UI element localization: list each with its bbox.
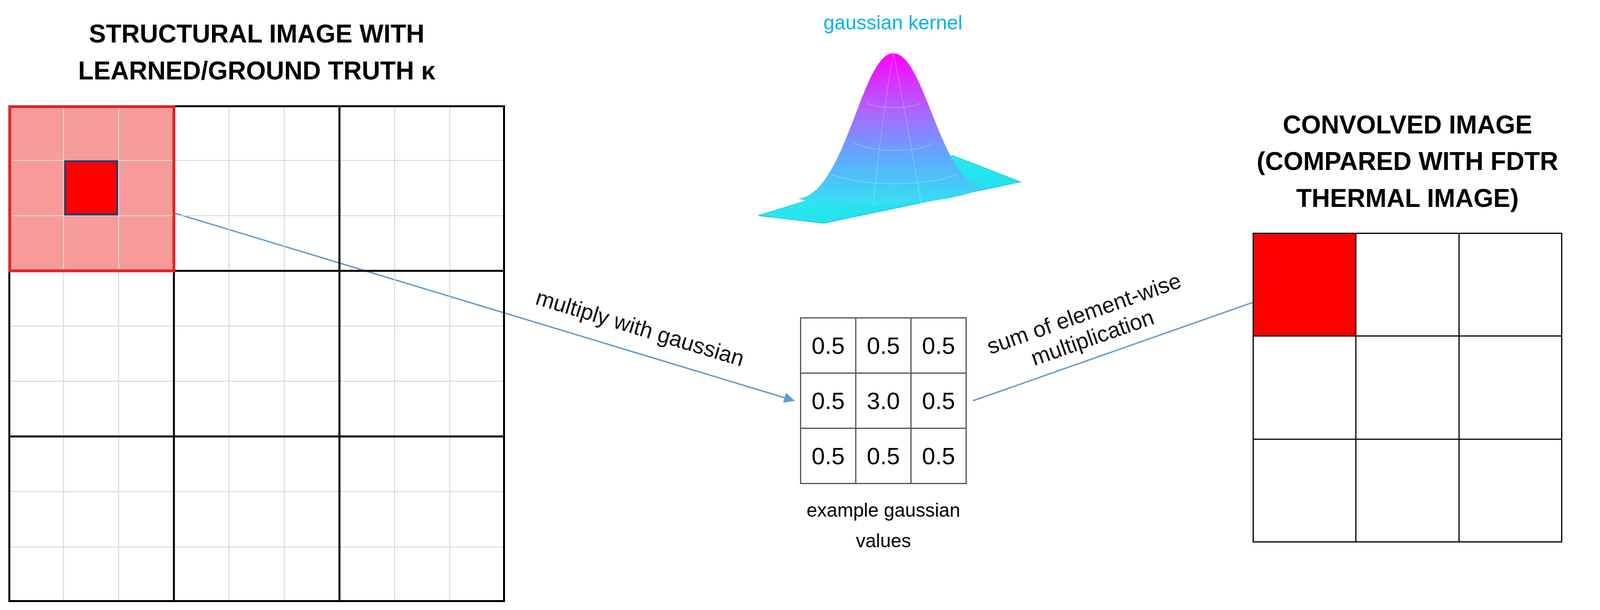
flow-arrow xyxy=(91,187,795,401)
kernel-value: 0.5 xyxy=(801,373,856,428)
kernel-value: 0.5 xyxy=(911,318,966,373)
kernel-window xyxy=(8,105,174,271)
center-pixel xyxy=(65,161,118,215)
structural-image-grid: STRUCTURAL IMAGE WITH LEARNED/GROUND TRU… xyxy=(8,15,506,602)
kernel-label: gaussian kernel xyxy=(823,11,963,35)
arrow-label: multiply with gaussian xyxy=(532,284,748,372)
kernel-caption: example gaussian values xyxy=(800,495,967,557)
kernel-value: 0.5 xyxy=(911,373,966,428)
kernel-value: 0.5 xyxy=(911,428,966,483)
kernel-table: 0.50.50.50.53.00.50.50.50.5 xyxy=(800,317,967,484)
convolved-image-grid: CONVOLVED IMAGE (COMPARED WITH FDTR THER… xyxy=(1228,106,1587,543)
structural-grid xyxy=(8,105,506,602)
kernel-value: 0.5 xyxy=(856,428,911,483)
gaussian-kernel-table: 0.50.50.50.53.00.50.50.50.5example gauss… xyxy=(800,317,967,557)
gaussian-bell xyxy=(798,53,985,206)
kernel-value: 0.5 xyxy=(801,318,856,373)
output-grid-lines xyxy=(1252,232,1563,543)
convolved-grid xyxy=(1252,232,1563,543)
gaussian-mesh xyxy=(831,53,957,205)
coarse-grid xyxy=(8,105,506,602)
grid-title: STRUCTURAL IMAGE WITH LEARNED/GROUND TRU… xyxy=(8,15,506,90)
arrow-label: sum of element-wise multiplication xyxy=(974,264,1202,387)
kernel-value: 3.0 xyxy=(856,373,911,428)
kernel-window-border xyxy=(9,106,175,272)
grid-title: CONVOLVED IMAGE (COMPARED WITH FDTR THER… xyxy=(1228,106,1587,217)
fine-grid xyxy=(8,105,506,602)
kernel-value: 0.5 xyxy=(856,318,911,373)
kernel-value: 0.5 xyxy=(801,428,856,483)
output-pixel xyxy=(1252,232,1356,336)
